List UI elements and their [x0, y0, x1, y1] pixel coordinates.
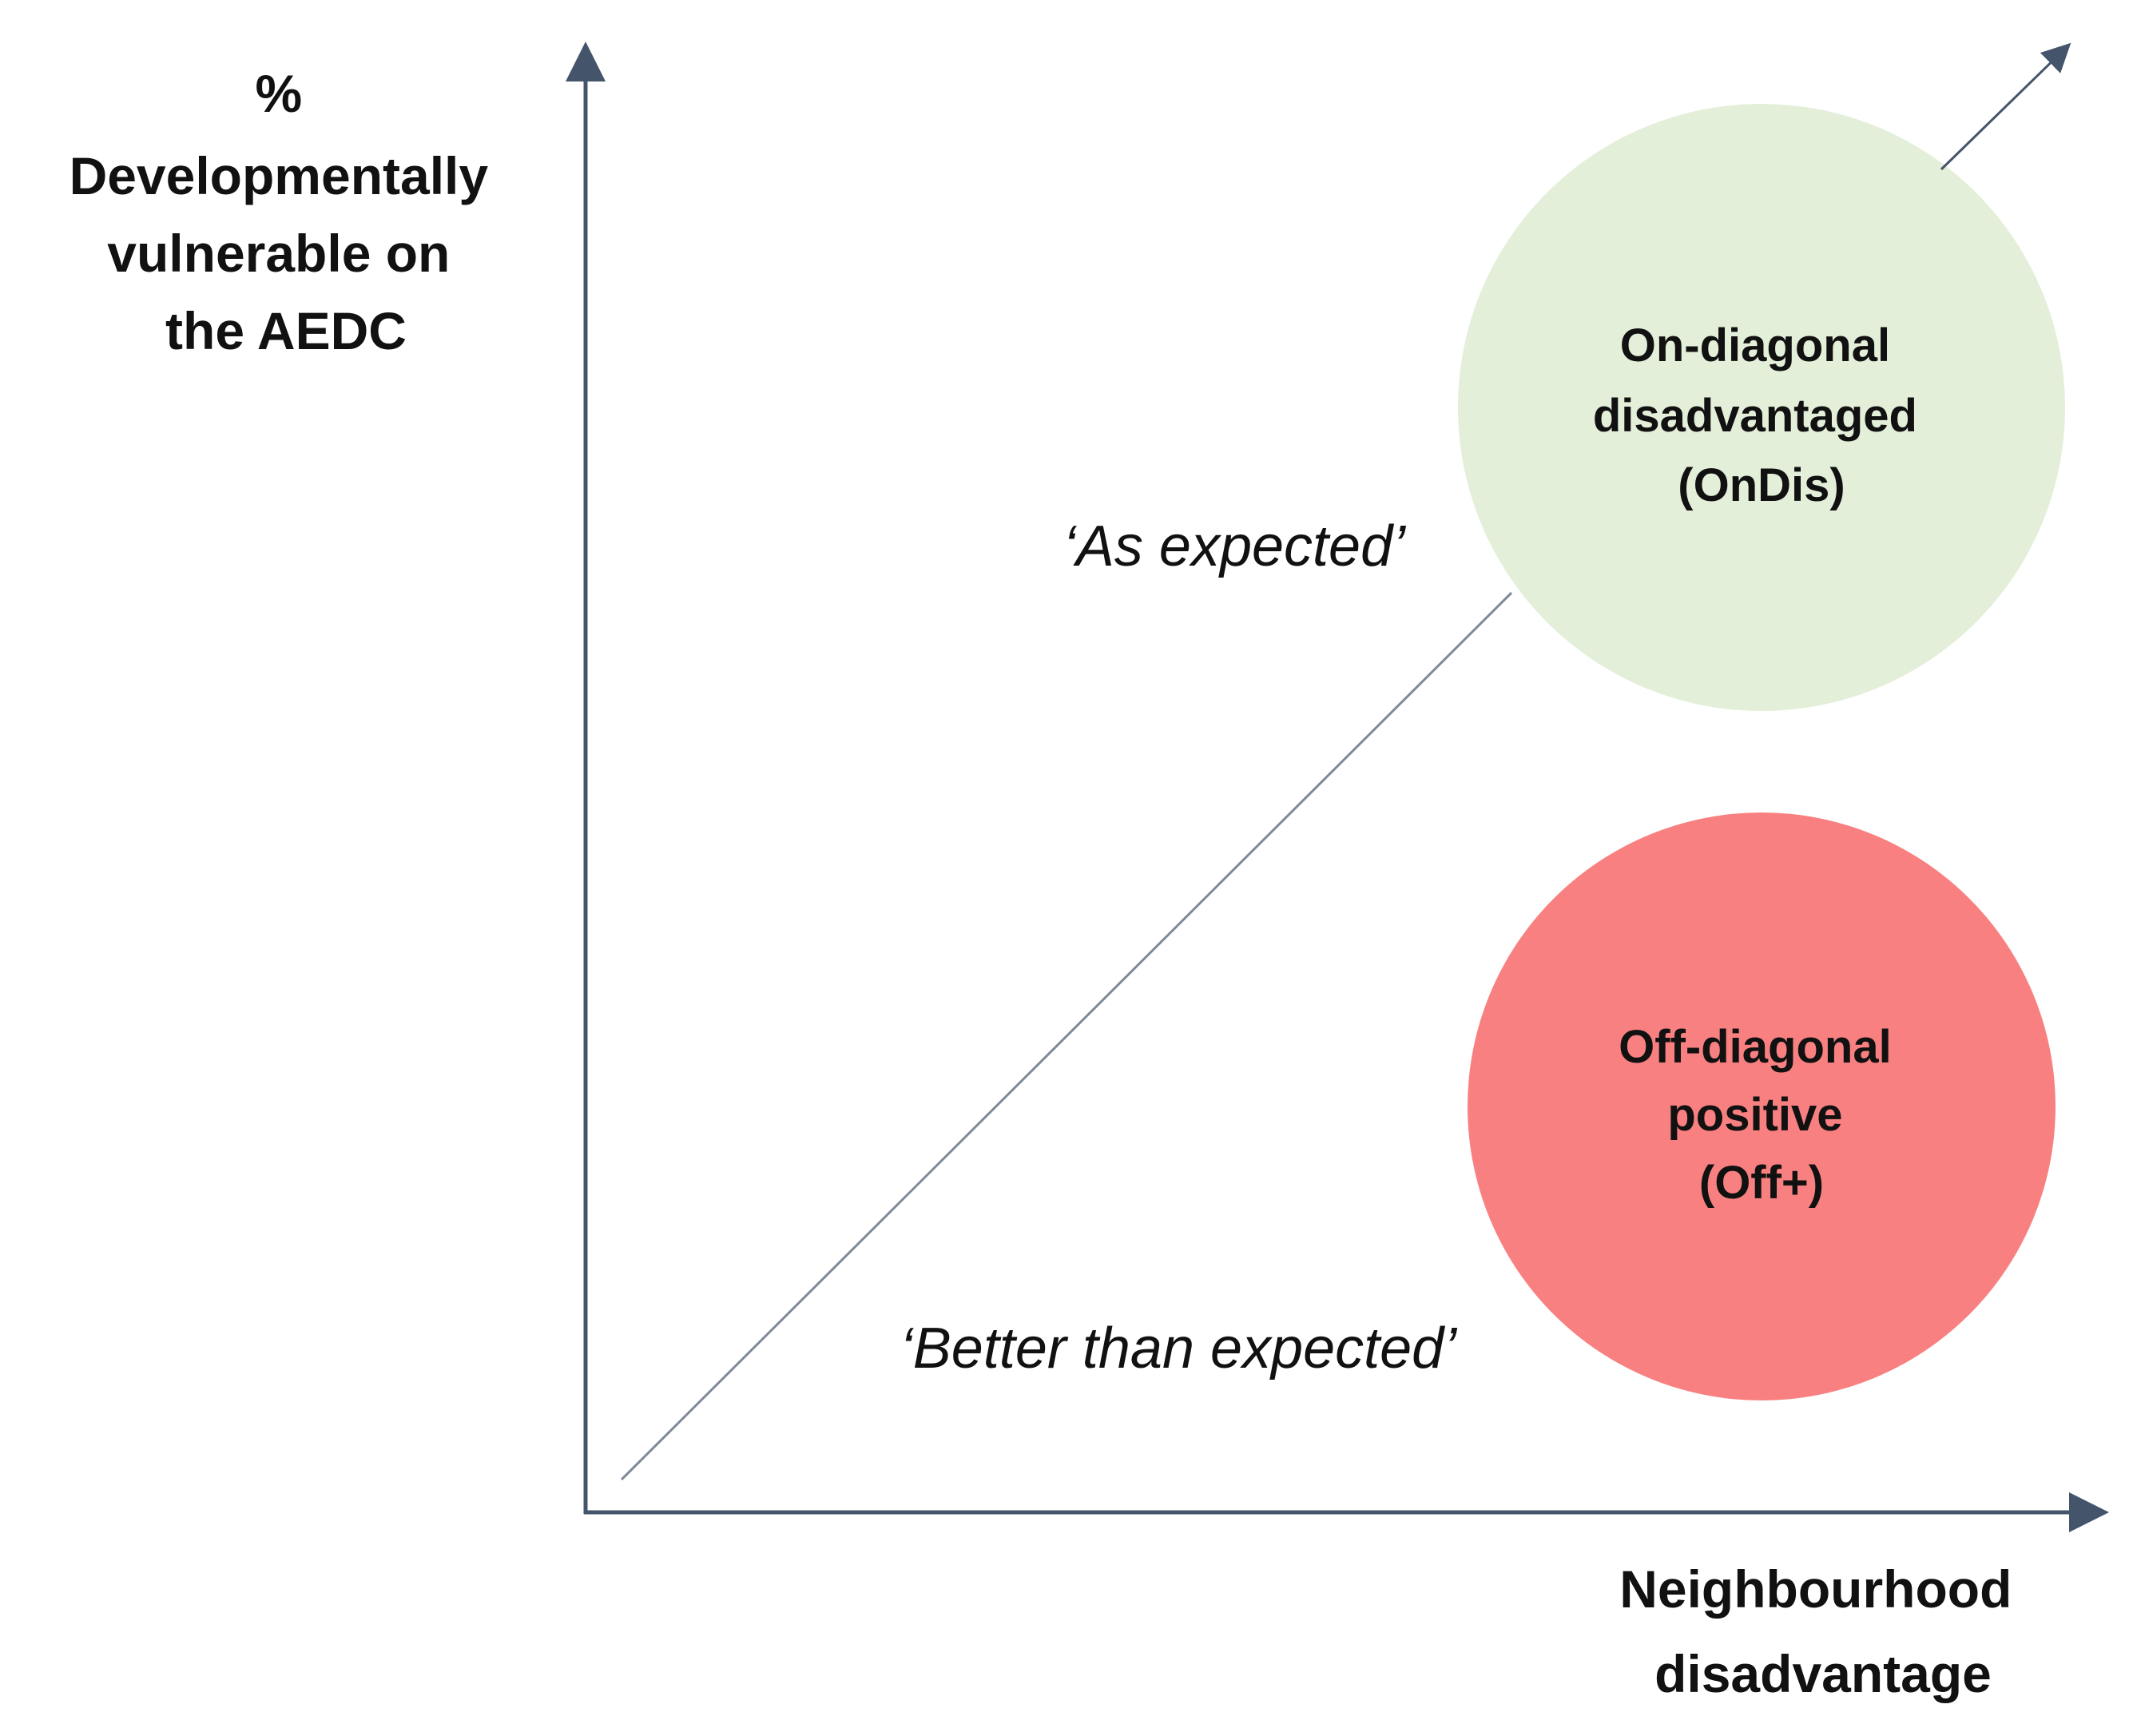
y-axis-label-line: the AEDC [165, 301, 407, 360]
off-diagonal-line: (Off+) [1699, 1157, 1824, 1209]
as-expected-label: ‘As expected’ [1063, 514, 1406, 578]
on-diagonal-line: (OnDis) [1678, 459, 1845, 511]
better-than-expected-label: ‘Better than expected’ [900, 1317, 1457, 1380]
on-diagonal-line: disadvantaged [1593, 390, 1917, 442]
x-axis-label: Neighbourhood disadvantage [1619, 1559, 2027, 1703]
off-diagonal-circle-label: Off-diagonal positive (Off+) [1619, 1021, 1905, 1209]
x-axis-label-line: disadvantage [1654, 1644, 1992, 1703]
off-diagonal-line: Off-diagonal [1619, 1021, 1892, 1073]
y-axis-label-line: vulnerable on [107, 224, 450, 283]
on-diagonal-circle [1458, 104, 2065, 711]
diagonal-arrow-segment [1940, 42, 2071, 171]
y-axis-label: % Developmentally vulnerable on the AEDC [70, 64, 503, 360]
x-axis-label-line: Neighbourhood [1619, 1559, 2012, 1619]
y-axis-label-line: Developmentally [70, 146, 489, 205]
y-axis-label-line: % [255, 64, 302, 123]
off-diagonal-line: positive [1667, 1089, 1842, 1141]
on-diagonal-circle-label: On-diagonal disadvantaged (OnDis) [1593, 320, 1930, 511]
diagonal-line [620, 591, 1513, 1481]
off-diagonal-circle [1468, 812, 2056, 1400]
on-diagonal-line: On-diagonal [1620, 320, 1890, 371]
